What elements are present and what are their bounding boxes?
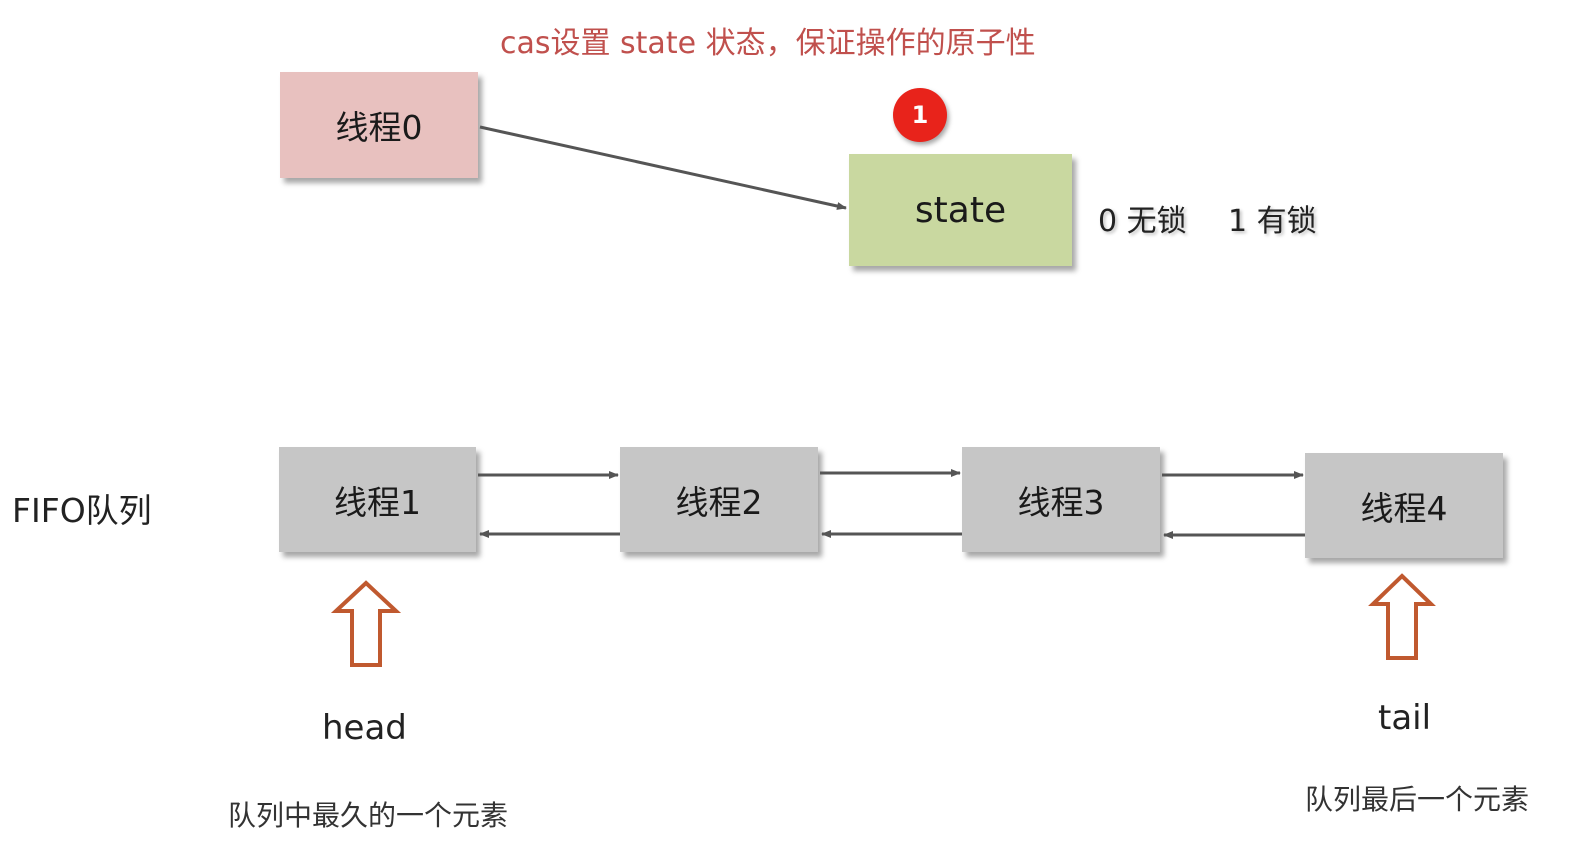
queue-node-3-label: 线程3 xyxy=(1017,482,1105,522)
legend-unlocked: 0 无锁 xyxy=(1098,204,1187,239)
tail-label: tail xyxy=(1378,698,1432,738)
queue-node-4: 线程4 xyxy=(1305,453,1503,558)
fifo-queue-label: FIFO队列 xyxy=(12,491,152,530)
queue-node-2: 线程2 xyxy=(620,447,818,552)
tail-pointer-arrow-icon xyxy=(1368,573,1436,660)
step-badge: 1 xyxy=(893,88,947,142)
thread0-to-state-arrow xyxy=(479,125,847,210)
state-label: state xyxy=(914,189,1007,231)
legend-locked: 1 有锁 xyxy=(1228,204,1317,239)
queue-node-3: 线程3 xyxy=(962,447,1160,552)
queue-node-2-label: 线程2 xyxy=(675,482,763,522)
queue-node-1: 线程1 xyxy=(279,447,476,552)
thread-0-box: 线程0 xyxy=(280,72,478,178)
step-badge-number: 1 xyxy=(911,101,929,129)
tail-description: 队列最后一个元素 xyxy=(1305,783,1530,816)
head-description: 队列中最久的一个元素 xyxy=(228,799,509,832)
thread-0-label: 线程0 xyxy=(335,108,423,147)
queue-node-1-label: 线程1 xyxy=(334,482,421,522)
state-box: state xyxy=(849,154,1072,266)
head-pointer-arrow-icon xyxy=(330,580,402,667)
queue-node-4-label: 线程4 xyxy=(1360,488,1448,528)
head-label: head xyxy=(322,708,407,748)
cas-note: cas设置 state 状态，保证操作的原子性 xyxy=(500,26,1036,61)
